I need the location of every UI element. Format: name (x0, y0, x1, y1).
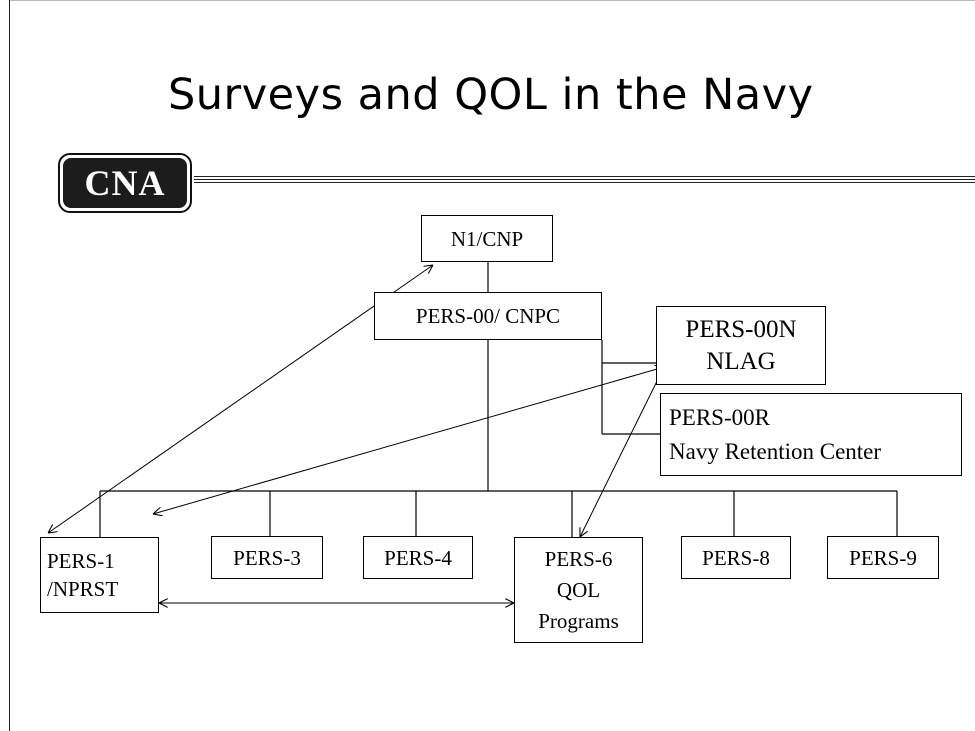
node-pers-8: PERS-8 (681, 536, 791, 579)
node-n1-cnp: N1/CNP (421, 215, 553, 262)
node-pers-9: PERS-9 (827, 536, 939, 579)
node-pers-00r-retention: PERS-00R Navy Retention Center (660, 393, 962, 476)
slide-top-border (9, 0, 975, 1)
node-pers-00-cnpc: PERS-00/ CNPC (374, 292, 602, 340)
node-line: PERS-00/ CNPC (415, 304, 561, 328)
arrow-pers6-pers00n (580, 367, 664, 537)
node-line: /NPRST (47, 577, 119, 601)
node-line: PERS-8 (702, 545, 770, 570)
header-rule (194, 179, 975, 180)
arrow-pers1-pers00n (153, 367, 664, 514)
node-pers-1-nprst: PERS-1 /NPRST (40, 537, 159, 613)
header-rule (194, 182, 975, 183)
node-line: PERS-00N (685, 315, 797, 343)
cna-logo-text: CNA (63, 158, 187, 208)
node-line: NLAG (706, 347, 776, 375)
node-line: N1/CNP (450, 226, 524, 251)
cna-logo: CNA (58, 153, 192, 213)
node-pers-4: PERS-4 (363, 536, 473, 579)
slide-title: Surveys and QOL in the Navy (168, 70, 814, 120)
node-line: Programs (538, 608, 619, 633)
node-line: PERS-9 (849, 545, 917, 570)
node-line: QOL (556, 577, 601, 602)
node-line: PERS-00R (669, 404, 770, 430)
node-line: PERS-4 (384, 545, 452, 570)
node-line: Navy Retention Center (669, 438, 882, 464)
slide-left-border (9, 0, 10, 731)
node-pers-00n-nlag: PERS-00N NLAG (656, 306, 826, 385)
node-line: PERS-6 (544, 546, 613, 571)
node-pers-6-qol: PERS-6 QOL Programs (514, 537, 643, 643)
node-line: PERS-3 (233, 545, 301, 570)
node-line: PERS-1 (47, 549, 115, 573)
node-pers-3: PERS-3 (211, 536, 323, 579)
header-rule (194, 176, 975, 177)
